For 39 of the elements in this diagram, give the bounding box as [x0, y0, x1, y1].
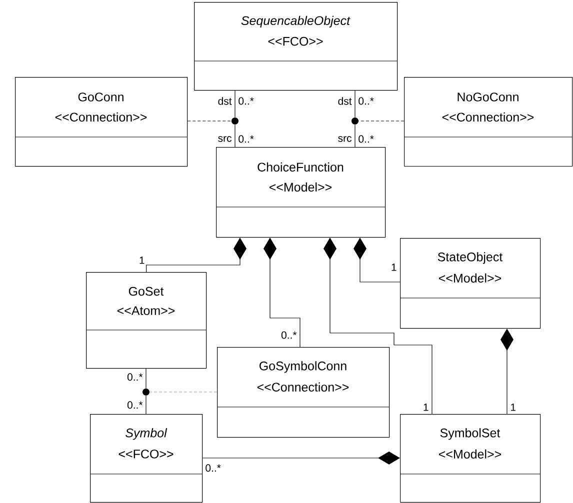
composition-line — [264, 238, 300, 348]
junction-dot — [352, 118, 358, 124]
class-box: Symbol <<FCO>> — [90, 414, 203, 503]
class-box: SymbolSet <<Model>> — [400, 414, 541, 503]
multiplicity-label: dst — [218, 97, 232, 105]
multiplicity-label: 0..* — [238, 135, 254, 143]
multiplicity-label: src — [218, 136, 232, 142]
multiplicity-label: 0..* — [281, 331, 297, 339]
multiplicity-label: 0..* — [206, 464, 221, 472]
composition-line — [146, 238, 246, 272]
class-box: ChoiceFunction <<Model>> — [216, 147, 386, 238]
composition-line — [354, 238, 400, 282]
multiplicity-label: 1 — [511, 404, 516, 411]
class-box: GoSymbolConn <<Connection>> — [216, 347, 390, 438]
association-line — [354, 90, 356, 118]
multiplicity-label: dst — [338, 97, 352, 105]
multiplicity-label: 0..* — [127, 373, 143, 381]
class-box: GoConn <<Connection>> — [14, 77, 188, 167]
multiplicity-label: 1 — [392, 264, 396, 271]
multiplicity-label: 1 — [140, 256, 144, 264]
composition-line — [202, 452, 400, 464]
composition-line — [324, 238, 432, 414]
dashed-line — [187, 120, 232, 122]
multiplicity-label: 0..* — [238, 97, 254, 105]
junction-dot — [232, 118, 238, 124]
multiplicity-label: 0..* — [127, 401, 143, 409]
class-box: GoSet <<Atom>> — [86, 272, 207, 369]
association-line — [354, 124, 356, 148]
class-box: NoGoConn <<Connection>> — [404, 77, 573, 167]
association-line — [234, 90, 236, 118]
association-line — [234, 124, 236, 148]
composition-line — [500, 328, 514, 414]
dashed-line — [358, 120, 404, 122]
multiplicity-label: 0..* — [358, 135, 374, 143]
multiplicity-label: src — [338, 136, 352, 142]
multiplicity-label: 1 — [424, 404, 428, 411]
class-box: SequencableObject <<FCO>> — [194, 2, 398, 91]
class-box: StateObject <<Model>> — [400, 238, 541, 329]
multiplicity-label: 0..* — [358, 97, 374, 105]
